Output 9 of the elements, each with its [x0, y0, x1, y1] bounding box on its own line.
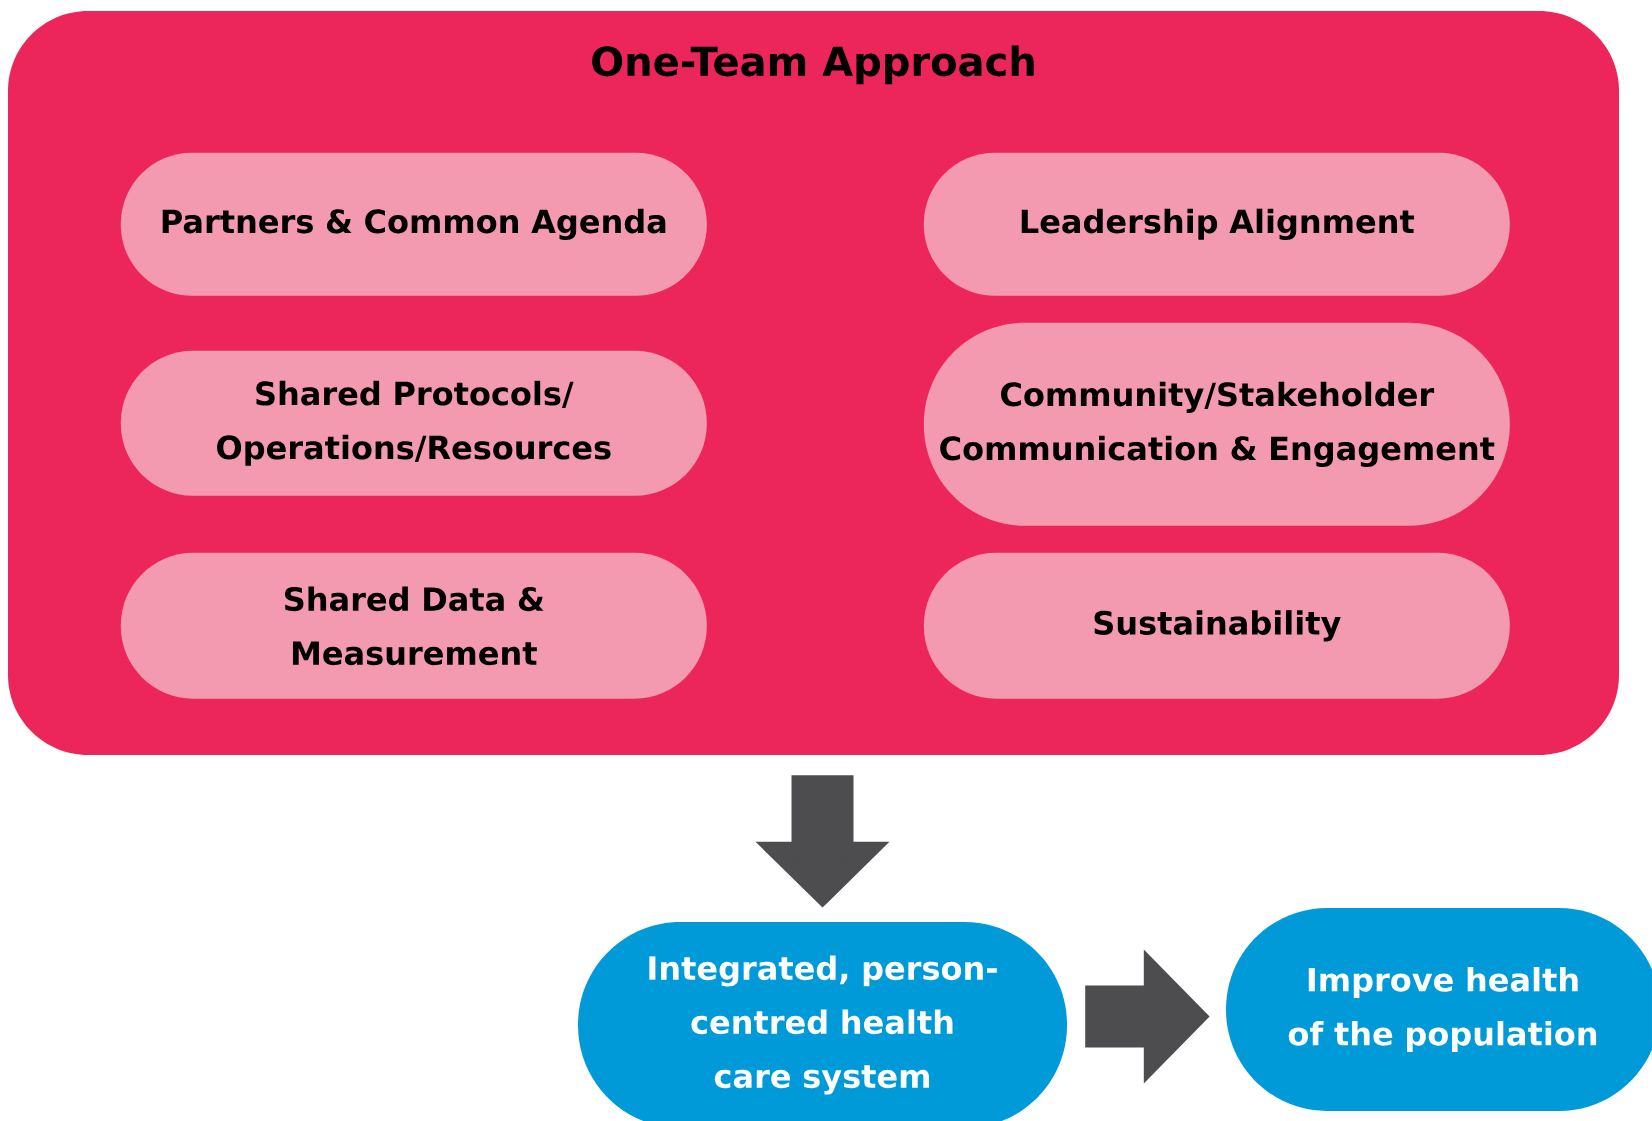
pill-box: Shared Data & Measurement: [120, 552, 707, 699]
panel-title: One-Team Approach: [592, 45, 1034, 85]
pill-box: Shared Protocols/ Operations/Resources: [120, 350, 707, 496]
outcome-box: Integrated, person-centred health care system: [578, 922, 1067, 1121]
pill-box: Partners & Common Agenda: [120, 152, 707, 296]
pill-box: Sustainability: [923, 552, 1510, 699]
pill-box: Community/Stakeholder Communication & Engagement: [923, 322, 1510, 526]
pill-box: Leadership Alignment: [923, 152, 1510, 296]
outcome-box: Improve health of the population: [1226, 908, 1652, 1111]
